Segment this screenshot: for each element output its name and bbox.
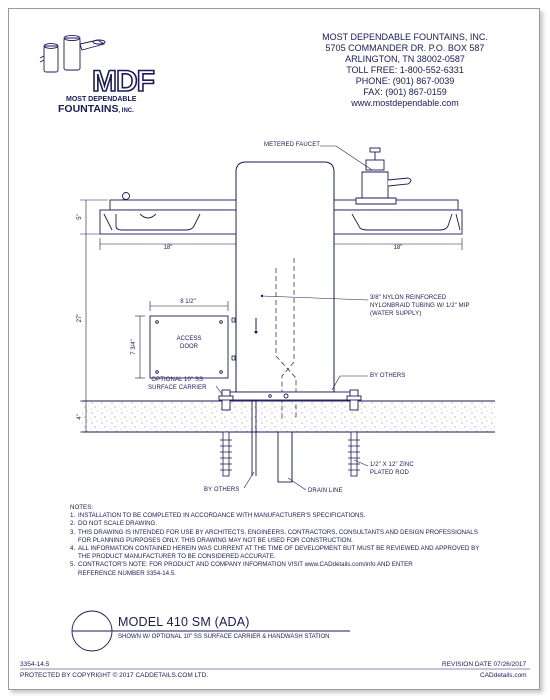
note-text: DO NOT SCALE DRAWING. <box>78 520 158 528</box>
label-tubing-1: 3/8" NYLON REINFORCED <box>370 295 447 301</box>
note-text: INSTALLATION TO BE COMPLETED IN ACCORDAN… <box>78 512 366 520</box>
company-website[interactable]: www.mostdependable.com <box>351 98 459 108</box>
note-text: CONTRACTOR'S NOTE: FOR PRODUCT AND COMPA… <box>78 561 413 569</box>
model-title: MODEL 410 SM (ADA) <box>118 615 250 629</box>
access-door-label-2: DOOR <box>180 344 199 350</box>
label-tubing-3: (WATER SUPPLY) <box>370 311 422 317</box>
note-number: 5. <box>70 561 76 569</box>
note-item: REFERENCE NUMBER 3354-14.5. <box>70 570 479 578</box>
title-block-symbol <box>71 610 350 652</box>
note-item: THE PRODUCT MANUFACTURER TO BE CONSIDERE… <box>70 553 479 561</box>
company-tollfree: TOLL FREE: 1-800-552-6331 <box>346 65 464 75</box>
company-address-1: 5705 COMMANDER DR. P.O. BOX 587 <box>325 43 485 53</box>
note-number: 2. <box>70 520 76 528</box>
note-text: THE PRODUCT MANUFACTURER TO BE CONSIDERE… <box>78 553 276 561</box>
note-text: ALL INFORMATION CONTAINED HEREIN WAS CUR… <box>78 545 480 553</box>
note-item: 1.INSTALLATION TO BE COMPLETED IN ACCORD… <box>70 512 479 520</box>
dimension-lines <box>80 199 463 433</box>
label-by-others-bottom: BY OTHERS <box>204 487 240 493</box>
dim-slab: 4" <box>77 414 83 419</box>
company-fax: FAX: (901) 867-0159 <box>363 87 447 97</box>
label-by-others-right: BY OTHERS <box>370 373 406 379</box>
notes-block: NOTES: 1.INSTALLATION TO BE COMPLETED IN… <box>70 504 479 578</box>
company-logo <box>39 34 106 73</box>
model-subtitle: SHOWN W/ OPTIONAL 10" SS SURFACE CARRIER… <box>118 634 330 640</box>
note-item: FOR PLANNING PURPOSES ONLY. THIS DRAWING… <box>70 537 479 545</box>
dim-door-width: 8 1/2" <box>180 299 195 305</box>
access-door-label-1: ACCESS <box>177 336 202 342</box>
note-number: 1. <box>70 512 76 520</box>
right-basin <box>333 199 463 235</box>
note-item: 4.ALL INFORMATION CONTAINED HEREIN WAS C… <box>70 545 479 553</box>
label-carrier-1: OPTIONAL 10" SS <box>151 377 204 383</box>
company-phone: PHONE: (901) 867-0039 <box>355 76 455 86</box>
notes-header: NOTES: <box>70 504 94 511</box>
note-item: 5.CONTRACTOR'S NOTE: FOR PRODUCT AND COM… <box>70 561 479 569</box>
notes-list: 1.INSTALLATION TO BE COMPLETED IN ACCORD… <box>70 512 479 578</box>
footer-site[interactable]: CADdetails.com <box>480 672 527 679</box>
label-drain-line: DRAIN LINE <box>308 488 343 494</box>
note-number: 4. <box>70 545 76 553</box>
note-item: 2.DO NOT SCALE DRAWING. <box>70 520 479 528</box>
label-tubing-2: NYLONBRAID TUBING W/ 1/2" MIP <box>370 303 470 309</box>
label-tubing: 3/8" NYLON REINFORCED NYLONBRAID TUBING … <box>370 294 470 318</box>
logo-letters: MDF <box>92 65 155 98</box>
label-rod-2: PLATED ROD <box>370 470 409 476</box>
note-text: FOR PLANNING PURPOSES ONLY. THIS DRAWING… <box>78 536 353 544</box>
label-rod: 1/2" X 12" ZINC PLATED ROD <box>370 461 414 477</box>
dim-door-height: 7 3/4" <box>131 339 137 354</box>
label-carrier-2: SURFACE CARRIER <box>148 385 207 391</box>
footer-ref: 3354-14.5 <box>20 661 50 668</box>
access-door <box>149 315 229 379</box>
label-metered-faucet: METERED FAUCET <box>264 142 321 148</box>
surface-carrier <box>218 389 362 411</box>
fountain-pedestal <box>235 161 335 393</box>
pedestal-door-screws <box>231 317 236 361</box>
dim-basin-left: 18" <box>164 245 173 251</box>
label-rod-1: 1/2" X 12" ZINC <box>370 462 414 468</box>
concrete-slab <box>82 401 495 432</box>
left-basin <box>99 192 237 235</box>
note-item: 3.THIS DRAWING IS INTENDED FOR USE BY AR… <box>70 529 479 537</box>
company-info: MOST DEPENDABLE FOUNTAINS, INC. 5705 COM… <box>300 32 510 109</box>
company-name: MOST DEPENDABLE FOUNTAINS, INC. <box>322 32 488 42</box>
dim-basin-right: 18" <box>394 245 403 251</box>
note-number: 3. <box>70 528 76 536</box>
logo-line2: FOUNTAINS, INC. <box>58 103 134 115</box>
leader-lines <box>215 145 373 491</box>
note-text: REFERENCE NUMBER 3354-14.5. <box>78 569 176 577</box>
dim-bowl-height: 5" <box>77 214 83 219</box>
company-address-2: ARLINGTON, TN 38002-0587 <box>345 54 465 64</box>
anchor-rods <box>220 431 360 477</box>
logo-line1: MOST DEPENDABLE <box>66 96 137 103</box>
note-text: THIS DRAWING IS INTENDED FOR USE BY ARCH… <box>78 528 478 536</box>
metered-faucet-icon <box>355 147 412 205</box>
dim-main-height: 27" <box>77 314 83 323</box>
label-carrier: OPTIONAL 10" SS SURFACE CARRIER <box>148 376 207 392</box>
footer-copyright: PROTECTED BY COPYRIGHT © 2017 CADDETAILS… <box>20 672 209 679</box>
drain-pipes <box>251 400 293 483</box>
footer-revision: REVISION DATE 07/26/2017 <box>442 661 527 668</box>
